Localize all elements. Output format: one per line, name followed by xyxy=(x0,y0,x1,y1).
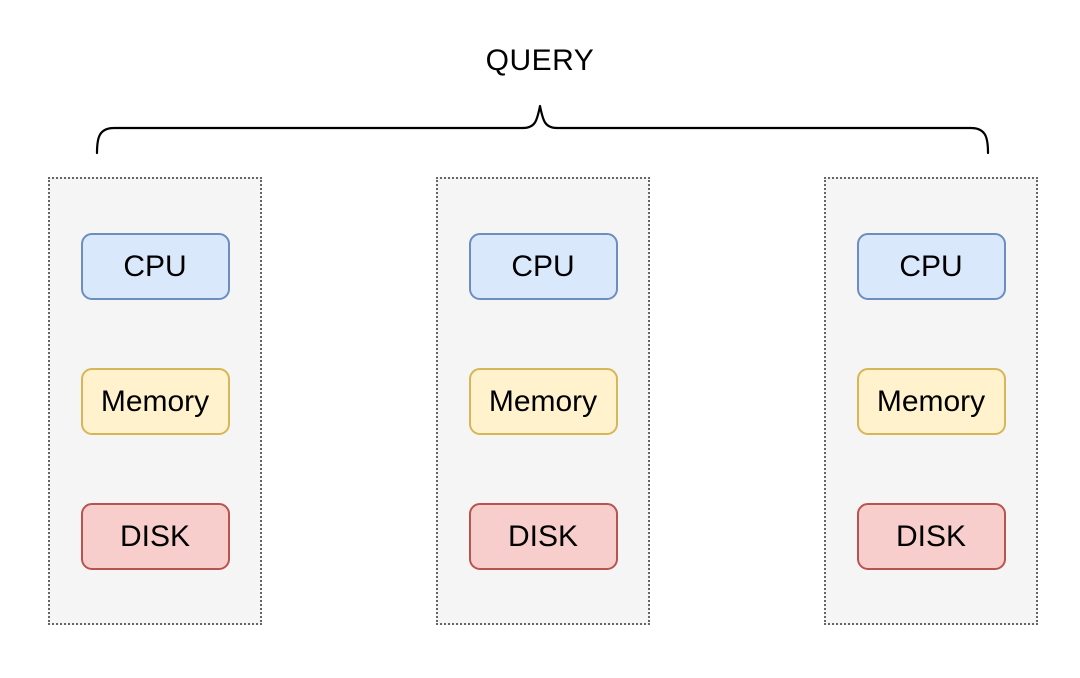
query-title: QUERY xyxy=(485,44,595,77)
disk-box: DISK xyxy=(856,503,1006,570)
disk-box: DISK xyxy=(80,503,230,570)
memory-box: Memory xyxy=(468,368,618,435)
server-node-3: CPU Memory DISK xyxy=(824,177,1038,625)
server-node-2: CPU Memory DISK xyxy=(436,177,650,625)
memory-box: Memory xyxy=(856,368,1006,435)
cpu-box: CPU xyxy=(856,233,1006,300)
nodes-row: CPU Memory DISK CPU Memory DISK CPU Memo… xyxy=(48,177,1038,625)
server-node-1: CPU Memory DISK xyxy=(48,177,262,625)
disk-box: DISK xyxy=(468,503,618,570)
curly-brace xyxy=(95,104,990,155)
curly-brace-path xyxy=(95,104,990,155)
cpu-box: CPU xyxy=(80,233,230,300)
cpu-box: CPU xyxy=(468,233,618,300)
memory-box: Memory xyxy=(80,368,230,435)
